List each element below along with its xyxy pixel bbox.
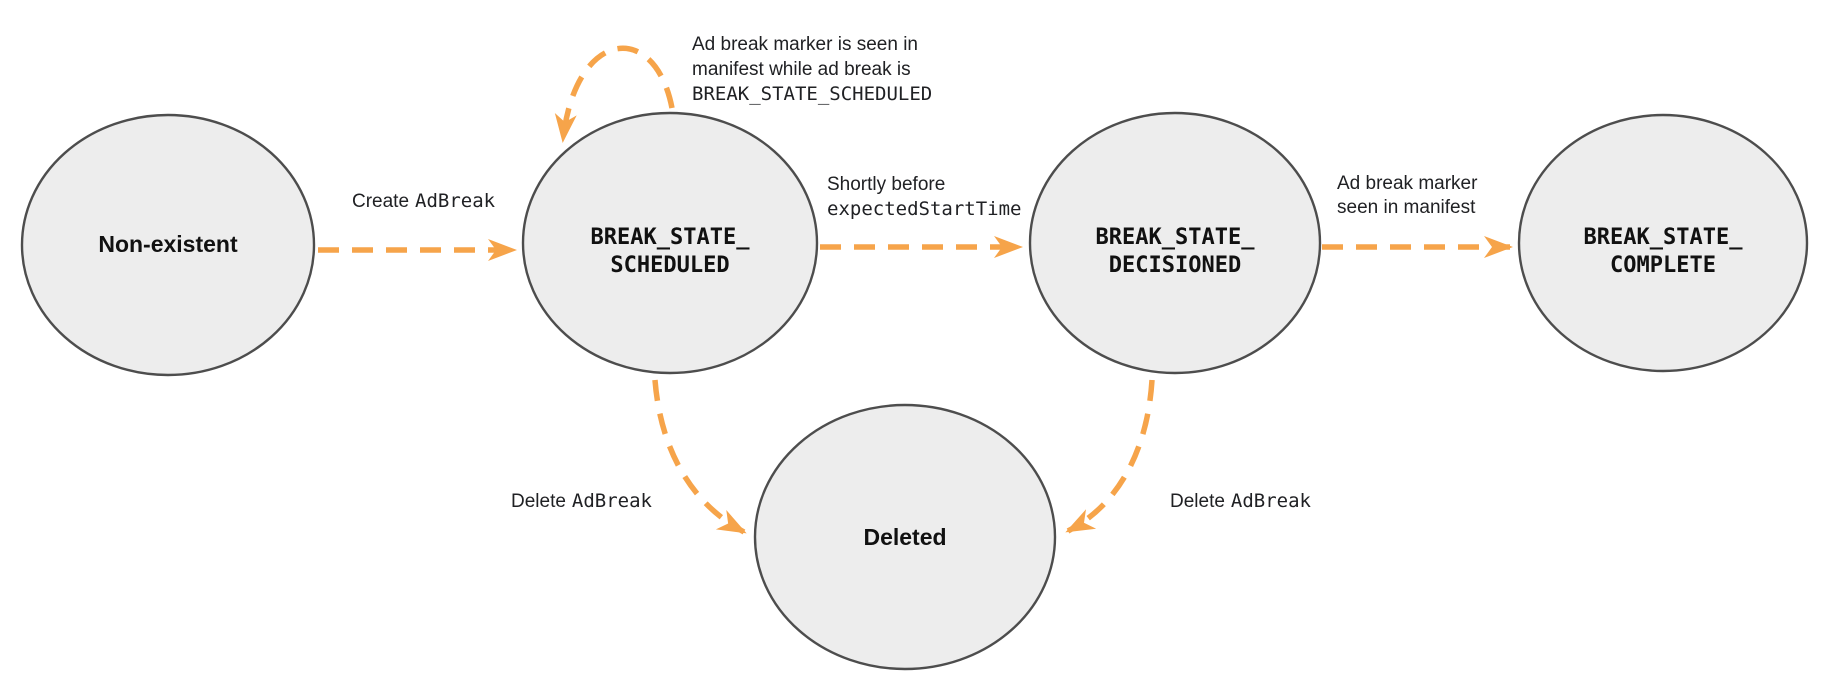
edge-label-shortly-before-line2: expectedStartTime [827,198,1021,220]
edge-label-loop-line1: Ad break marker is seen in [692,34,918,55]
edge-label-loop-line2: manifest while ad break is [692,59,911,80]
node-break-state-decisioned-circle [1028,111,1322,375]
edge-label-delete-scheduled-plain: Delete [511,491,566,512]
node-decisioned-label-line2: DECISIONED [1109,253,1241,278]
edge-label-marker-seen-line1: Ad break marker [1337,173,1478,194]
node-scheduled-label-line2: SCHEDULED [610,253,729,278]
node-deleted: Deleted [753,403,1057,671]
node-deleted-label: Deleted [863,524,946,550]
node-complete-label-line2: COMPLETE [1610,253,1716,278]
edge-label-delete-decisioned: Delete AdBreak [1170,490,1312,512]
edge-label-shortly-before-line1: Shortly before [827,174,945,195]
node-decisioned-label-line1: BREAK_STATE_ [1096,225,1256,250]
edge-delete-from-decisioned-arrow [1065,379,1155,534]
node-non-existent: Non-existent [20,113,316,377]
node-deleted-circle [753,403,1057,671]
node-break-state-complete-circle [1517,113,1809,373]
node-non-existent-circle [20,113,316,377]
node-scheduled-label-line1: BREAK_STATE_ [591,225,751,250]
edge-label-delete-decisioned-plain: Delete [1170,491,1225,512]
node-break-state-decisioned: BREAK_STATE_ DECISIONED [1028,111,1322,375]
node-break-state-complete-label: BREAK_STATE_ COMPLETE [1584,225,1744,278]
node-break-state-scheduled-label: BREAK_STATE_ SCHEDULED [591,225,751,278]
edge-label-create-code: AdBreak [415,190,496,212]
edge-shortly-before: Shortly before expectedStartTime [820,174,1023,258]
edge-label-loop-line3: BREAK_STATE_SCHEDULED [692,83,932,105]
edge-label-marker-seen-line2: seen in manifest [1337,197,1476,218]
edge-delete-from-scheduled: Delete AdBreak [511,379,747,535]
edge-label-delete-scheduled-code: AdBreak [572,490,653,512]
edge-delete-from-scheduled-arrow [652,379,747,535]
node-non-existent-label: Non-existent [98,231,238,257]
node-break-state-scheduled-circle [521,111,819,375]
node-complete-label-line1: BREAK_STATE_ [1584,225,1744,250]
edge-label-delete-decisioned-code: AdBreak [1231,490,1312,512]
edge-create-adbreak: Create AdBreak [318,190,517,261]
edge-label-create-adbreak: Create AdBreak [352,190,496,212]
edge-delete-from-decisioned: Delete AdBreak [1065,379,1312,534]
edge-marker-seen: Ad break marker seen in manifest [1322,173,1513,258]
node-break-state-complete: BREAK_STATE_ COMPLETE [1517,113,1809,373]
node-break-state-scheduled: BREAK_STATE_ SCHEDULED [521,111,819,375]
edge-self-loop-scheduled: Ad break marker is seen in manifest whil… [554,34,932,143]
node-break-state-decisioned-label: BREAK_STATE_ DECISIONED [1096,225,1256,278]
edge-label-create-plain: Create [352,191,409,212]
edge-label-delete-scheduled: Delete AdBreak [511,490,653,512]
